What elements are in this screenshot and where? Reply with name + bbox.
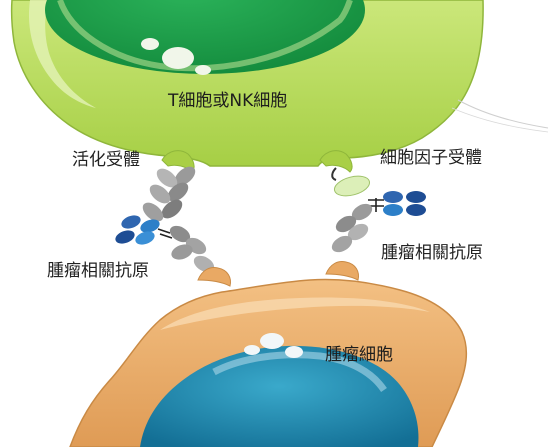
receptor-domain: [142, 202, 164, 222]
activating-receptor-label: 活化受體: [72, 150, 140, 170]
nucleus-vesicle: [195, 65, 211, 75]
tumor-nucleus: [140, 345, 419, 447]
membrane-line: [451, 107, 549, 133]
antigen-domain: [169, 225, 191, 243]
t-cell-highlight: [28, 0, 97, 108]
cytokine-receptor-stem: [331, 167, 337, 181]
receptor-domain: [167, 182, 189, 202]
antigen-domain: [351, 203, 373, 221]
activating-receptor-base: [161, 150, 195, 173]
antigen-domain: [335, 215, 357, 233]
antibody-domain: [383, 191, 403, 203]
antibody-domain: [406, 191, 426, 203]
nucleus-inner-ring: [57, 0, 353, 72]
nucleus-vesicle: [244, 345, 260, 355]
tumor-antigen-base-left: [197, 267, 231, 287]
antibody-domain: [121, 215, 141, 229]
cytokine-receptor-label: 細胞因子受體: [380, 148, 482, 168]
tumor-antigen-base-right: [325, 261, 359, 281]
tumor-nucleus-ring: [212, 351, 387, 393]
receptor-domain: [156, 168, 178, 188]
receptor-domain: [149, 184, 171, 204]
tumor-cell-highlight: [160, 297, 430, 330]
left-binding-complex: [115, 166, 215, 273]
antibody-domain: [135, 231, 155, 245]
receptor-domain: [161, 199, 183, 219]
antibody-domain: [115, 230, 135, 244]
nucleus-vesicle: [285, 346, 303, 358]
receptor-domain: [174, 166, 196, 186]
t-cell: [10, 0, 549, 167]
tumor-antigen-label-left: 腫瘤相關抗原: [47, 261, 149, 281]
membrane-line: [457, 99, 549, 129]
antibody-linker: [157, 228, 173, 239]
tumor-cell: [69, 278, 468, 447]
right-binding-complex: [331, 167, 426, 253]
antigen-domain: [331, 235, 353, 253]
cytokine-receptor-base: [319, 150, 353, 173]
antibody-domain: [406, 204, 426, 216]
tumor-cell-label: 腫瘤細胞: [325, 345, 393, 365]
antibody-domain: [383, 204, 403, 216]
nucleus-vesicle: [260, 333, 284, 349]
tumor-antigen-label-right: 腫瘤相關抗原: [381, 243, 483, 263]
t-cell-label: T細胞或NK細胞: [168, 91, 288, 111]
antigen-domain: [347, 223, 369, 241]
nucleus-vesicle: [162, 47, 194, 69]
antibody-domain: [140, 219, 160, 233]
nucleus-vesicle: [141, 38, 159, 50]
cytokine-receptor-domain: [333, 175, 371, 197]
antigen-domain: [171, 244, 193, 260]
